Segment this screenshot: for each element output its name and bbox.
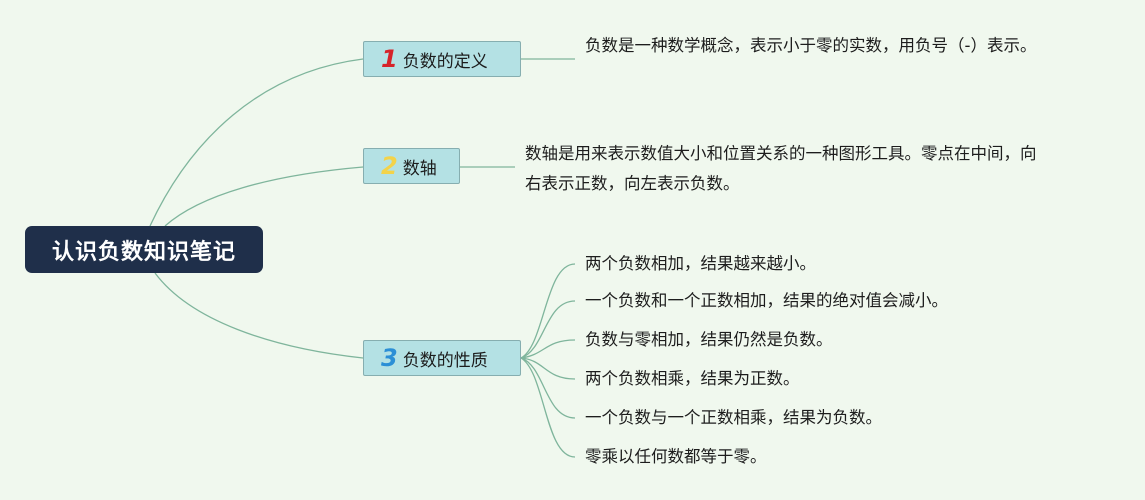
- property-item[interactable]: 两个负数相乘，结果为正数。: [585, 369, 800, 388]
- link-prop-1: [520, 263, 576, 359]
- property-item[interactable]: 两个负数相加，结果越来越小。: [585, 254, 816, 273]
- property-item[interactable]: 一个负数和一个正数相加，结果的绝对值会减小。: [585, 291, 948, 310]
- link-root-branch2: [164, 166, 364, 227]
- link-prop-4: [520, 357, 576, 380]
- link-prop-6: [520, 357, 576, 458]
- link-prop-3: [520, 339, 576, 359]
- number-two-badge: 2: [381, 152, 398, 180]
- link-root-branch3: [154, 272, 364, 359]
- number-three-badge: 3: [381, 344, 398, 372]
- property-item[interactable]: 负数与零相加，结果仍然是负数。: [585, 330, 833, 349]
- definition-note[interactable]: 负数是一种数学概念，表示小于零的实数，用负号（-）表示。: [585, 36, 1037, 55]
- property-item[interactable]: 一个负数与一个正数相乘，结果为负数。: [585, 408, 882, 427]
- link-prop-2: [520, 300, 576, 359]
- link-prop-5: [520, 357, 576, 419]
- link-root-branch1: [149, 58, 364, 227]
- number-line-note[interactable]: 数轴是用来表示数值大小和位置关系的一种图形工具。零点在中间，向右表示正数，向左表…: [525, 144, 1037, 193]
- branch-label: 数轴: [402, 158, 437, 179]
- root-title: 认识负数知识笔记: [51, 239, 236, 265]
- branch-label: 负数的性质: [402, 350, 488, 371]
- property-item[interactable]: 零乘以任何数都等于零。: [585, 447, 767, 466]
- branch-definition[interactable]: 1 负数的定义: [363, 41, 521, 77]
- branch-properties[interactable]: 3 负数的性质: [363, 340, 521, 376]
- branch-number-line[interactable]: 2 数轴: [363, 148, 460, 184]
- number-one-badge: 1: [381, 45, 398, 73]
- branch-label: 负数的定义: [402, 51, 488, 72]
- root-topic[interactable]: 认识负数知识笔记: [25, 226, 263, 273]
